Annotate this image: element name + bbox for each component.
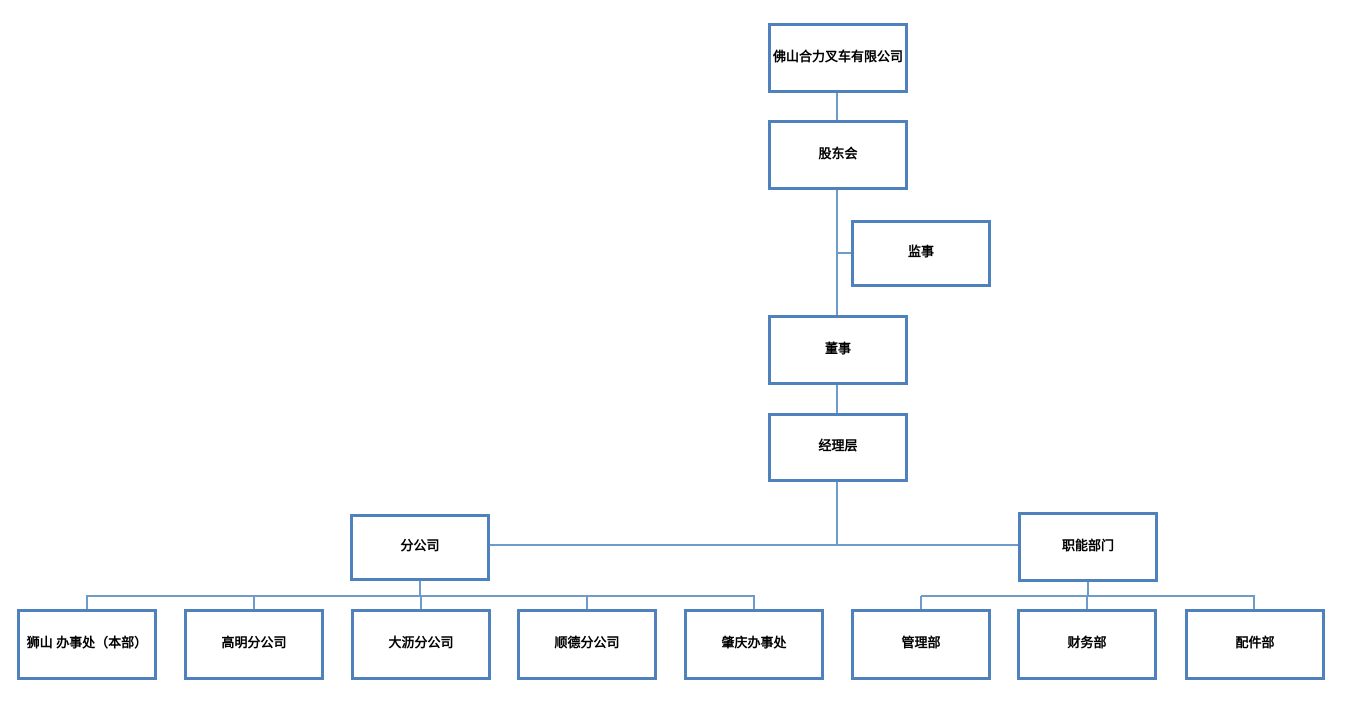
connector-branch-drop: [419, 581, 421, 597]
connector-trunk-to-supervisor: [837, 252, 851, 254]
org-node-parts-dept: 配件部: [1185, 609, 1325, 680]
org-node-company: 佛山合力叉车有限公司: [768, 23, 908, 93]
org-node-label: 经理层: [818, 438, 858, 453]
org-node-director: 董事: [768, 315, 908, 385]
connector-director-to-management: [836, 385, 838, 413]
org-node-zhaoqing-office: 肇庆办事处: [684, 609, 824, 680]
org-node-management-level: 经理层: [768, 413, 908, 482]
org-node-shunde-branch: 顺德分公司: [517, 609, 657, 680]
org-node-label: 肇庆办事处: [721, 635, 787, 650]
org-node-label: 高明分公司: [221, 635, 287, 650]
connector-drop-parts-dept: [1253, 596, 1255, 609]
org-node-label: 股东会: [818, 145, 858, 161]
connector-functional-drop: [1087, 582, 1089, 597]
org-node-label: 董事: [824, 340, 851, 356]
org-node-label: 佛山合力叉车有限公司: [772, 48, 903, 64]
org-node-branch-companies: 分公司: [350, 514, 490, 581]
org-node-functional-departments: 职能部门: [1018, 512, 1158, 582]
org-node-label: 分公司: [400, 538, 440, 553]
org-node-management-dept: 管理部: [851, 609, 991, 680]
org-node-label: 职能部门: [1061, 537, 1114, 553]
org-node-label: 顺德分公司: [554, 635, 620, 650]
org-node-gaoming-branch: 高明分公司: [184, 609, 324, 680]
connector-midrail-branch-functional: [490, 544, 1018, 546]
org-node-label: 管理部: [901, 635, 941, 650]
org-node-shareholders-meeting: 股东会: [768, 120, 908, 190]
connector-drop-finance-dept: [1086, 596, 1088, 609]
org-node-shishan-office-hq: 狮山 办事处（本部）: [17, 609, 157, 680]
org-node-label: 财务部: [1067, 635, 1107, 650]
connector-drop-gaoming: [253, 596, 255, 609]
org-node-label: 监事: [907, 244, 934, 259]
org-node-supervisor: 监事: [851, 220, 991, 287]
connector-drop-dali: [420, 596, 422, 609]
org-node-dali-branch: 大沥分公司: [351, 609, 491, 680]
connector-drop-shunde: [586, 596, 588, 609]
org-node-finance-dept: 财务部: [1017, 609, 1157, 680]
connector-drop-management-dept: [920, 596, 922, 609]
org-node-label: 狮山 办事处（本部）: [26, 635, 148, 650]
connector-functional-rail: [921, 595, 1255, 597]
org-node-label: 大沥分公司: [388, 635, 454, 650]
connector-management-to-midrail: [836, 482, 838, 546]
connector-drop-shishan: [86, 596, 88, 609]
connector-company-to-shareholders: [836, 92, 838, 120]
org-node-label: 配件部: [1235, 635, 1275, 650]
connector-drop-zhaoqing: [753, 596, 755, 609]
